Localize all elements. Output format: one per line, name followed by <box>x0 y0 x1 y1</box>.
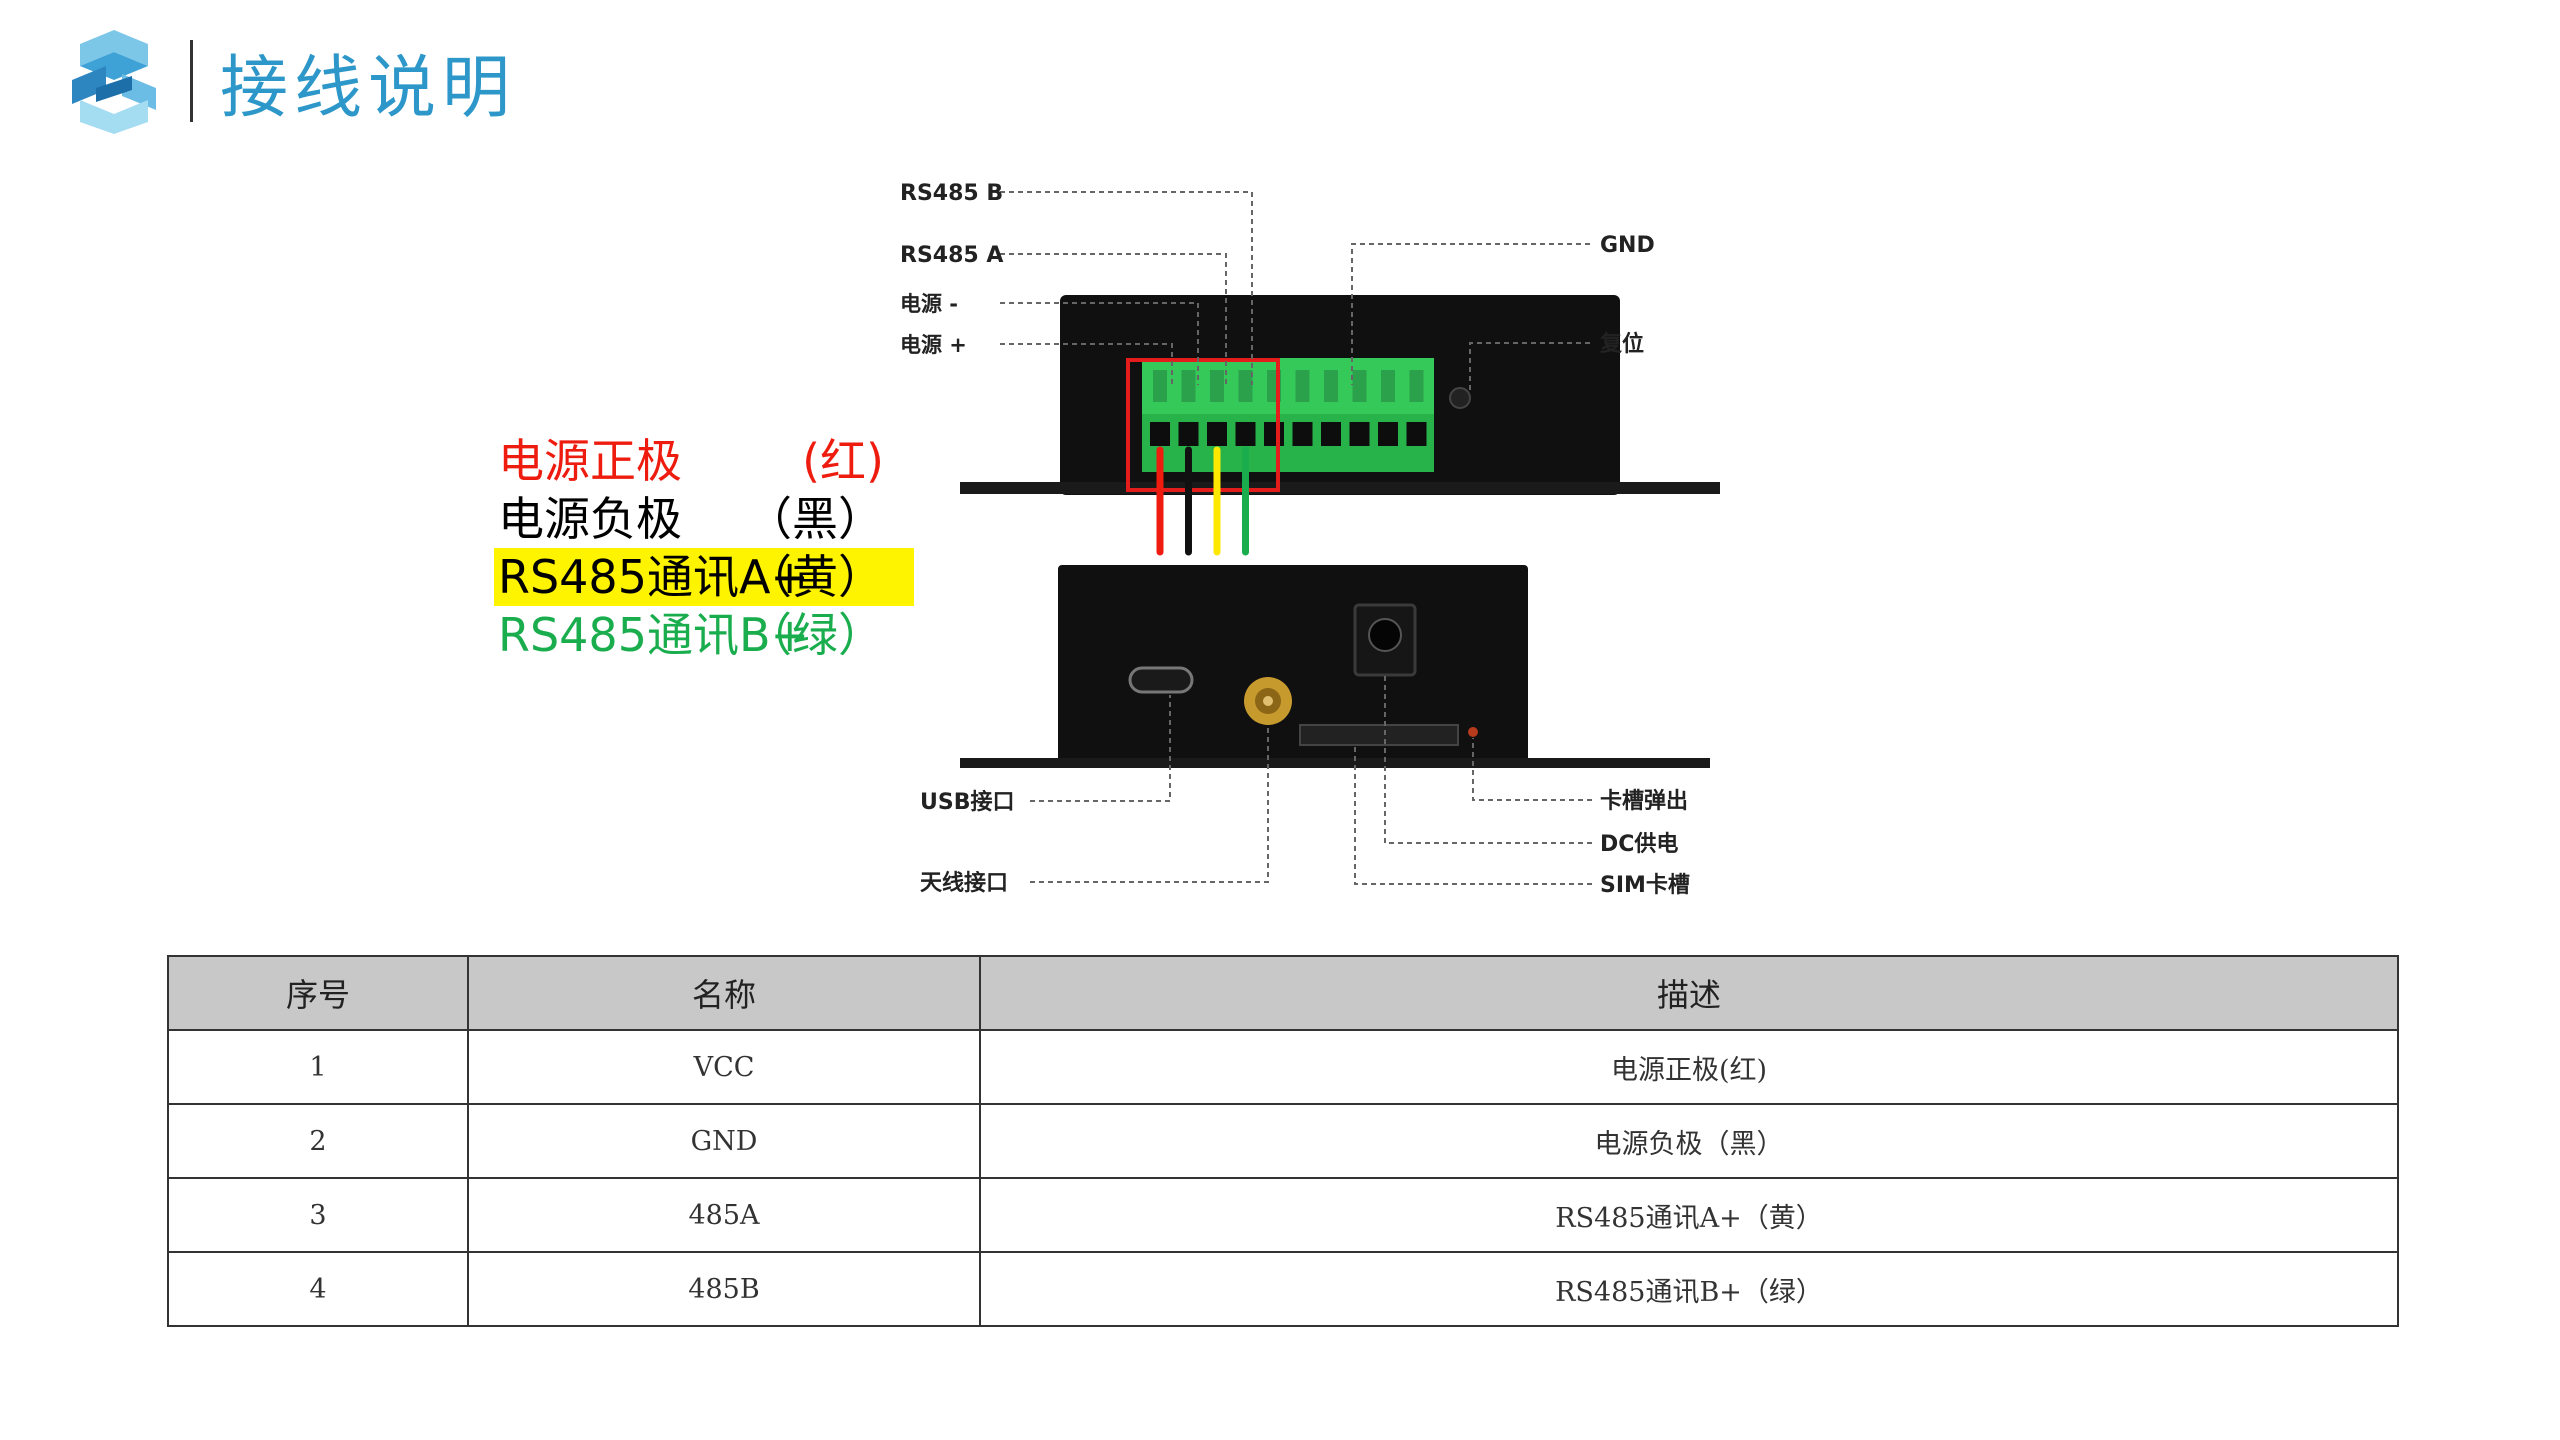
label-power-plus: 电源 + <box>900 333 967 357</box>
legend-signal-name: RS485通讯A+ <box>498 550 809 604</box>
legend-row: 电源负极 （黑） <box>494 490 914 548</box>
label-antenna-port: 天线接口 <box>920 870 1008 896</box>
terminal-screw <box>1210 370 1224 402</box>
label-rs485-b: RS485 B <box>900 181 1003 206</box>
cell-index: 1 <box>167 1029 469 1105</box>
device-front-view <box>960 565 1710 768</box>
label-gnd: GND <box>1600 233 1655 258</box>
legend-wire-color: (红) <box>802 434 884 488</box>
page-title: 接线说明 <box>220 49 517 128</box>
terminal-slot <box>1349 422 1370 446</box>
cell-index: 3 <box>167 1177 469 1253</box>
cell-name: VCC <box>467 1029 981 1105</box>
label-sim-slot: SIM卡槽 <box>1600 873 1690 898</box>
cell-description: RS485通讯A+（黄） <box>979 1177 2399 1253</box>
cell-name: 485B <box>467 1251 981 1327</box>
column-header-index: 序号 <box>167 955 469 1031</box>
legend-wire-color: （绿） <box>746 608 884 662</box>
brand-logo-icon <box>72 30 156 134</box>
terminal-slot <box>1321 422 1341 446</box>
table-row: 2 GND 电源负极（黑） <box>167 1103 2399 1179</box>
terminal-screw <box>1295 370 1310 402</box>
terminal-slot <box>1292 422 1313 446</box>
terminal-slot <box>1235 422 1256 446</box>
terminal-slot <box>1406 422 1427 446</box>
label-dc-power: DC供电 <box>1600 831 1678 857</box>
legend-row: RS485通讯B+（绿） <box>494 606 914 664</box>
wire-color-legend: 电源正极 (红) 电源负极 （黑）RS485通讯A+（黄）RS485通讯B+（绿） <box>494 432 914 664</box>
title-divider <box>190 40 193 122</box>
label-reset: 复位 <box>1599 331 1644 357</box>
label-rs485-a: RS485 A <box>900 243 1003 268</box>
pin-definition-table: 序号 名称 描述 1 VCC 电源正极(红) 2 GND 电源负极（黑） 3 4… <box>167 955 2399 1327</box>
label-usb-port: USB接口 <box>920 790 1014 815</box>
device-wiring-diagram: RS485 B RS485 A 电源 - 电源 + GND 复位 USB接口 天… <box>900 181 1720 898</box>
terminal-slot <box>1207 422 1227 446</box>
legend-row: 电源正极 (红) <box>494 432 914 490</box>
cell-name: GND <box>467 1103 981 1179</box>
cell-description: 电源正极(红) <box>979 1029 2399 1105</box>
terminal-screw <box>1238 370 1253 402</box>
terminal-screw <box>1324 370 1338 402</box>
table-row: 4 485B RS485通讯B+（绿） <box>167 1251 2399 1327</box>
cell-description: RS485通讯B+（绿） <box>979 1251 2399 1327</box>
cell-index: 4 <box>167 1251 469 1327</box>
legend-wire-color: （黑） <box>746 492 884 546</box>
column-header-description: 描述 <box>979 955 2399 1031</box>
terminal-screw <box>1181 370 1196 402</box>
legend-row: RS485通讯A+（黄） <box>494 548 914 606</box>
legend-signal-name: RS485通讯B+ <box>498 608 810 662</box>
terminal-slot <box>1150 422 1170 446</box>
cell-description: 电源负极（黑） <box>979 1103 2399 1179</box>
terminal-slot <box>1264 422 1284 446</box>
legend-signal-name: 电源负极 <box>498 492 682 546</box>
table-row: 3 485A RS485通讯A+（黄） <box>167 1177 2399 1253</box>
terminal-slot <box>1178 422 1199 446</box>
terminal-screw <box>1381 370 1395 402</box>
legend-wire-color: （黄） <box>746 550 884 604</box>
terminal-screw <box>1153 370 1167 402</box>
leader-lines <box>1000 191 1592 885</box>
table-row: 1 VCC 电源正极(红) <box>167 1029 2399 1105</box>
table-header-row: 序号 名称 描述 <box>167 955 2399 1031</box>
label-card-eject: 卡槽弹出 <box>1600 789 1688 814</box>
column-header-name: 名称 <box>467 955 981 1031</box>
terminal-slot <box>1378 422 1398 446</box>
label-power-minus: 电源 - <box>900 292 958 316</box>
cell-name: 485A <box>467 1177 981 1253</box>
device-top-view <box>960 295 1720 556</box>
legend-signal-name: 电源正极 <box>498 434 682 488</box>
cell-index: 2 <box>167 1103 469 1179</box>
terminal-screw <box>1352 370 1367 402</box>
terminal-screw <box>1409 370 1424 402</box>
